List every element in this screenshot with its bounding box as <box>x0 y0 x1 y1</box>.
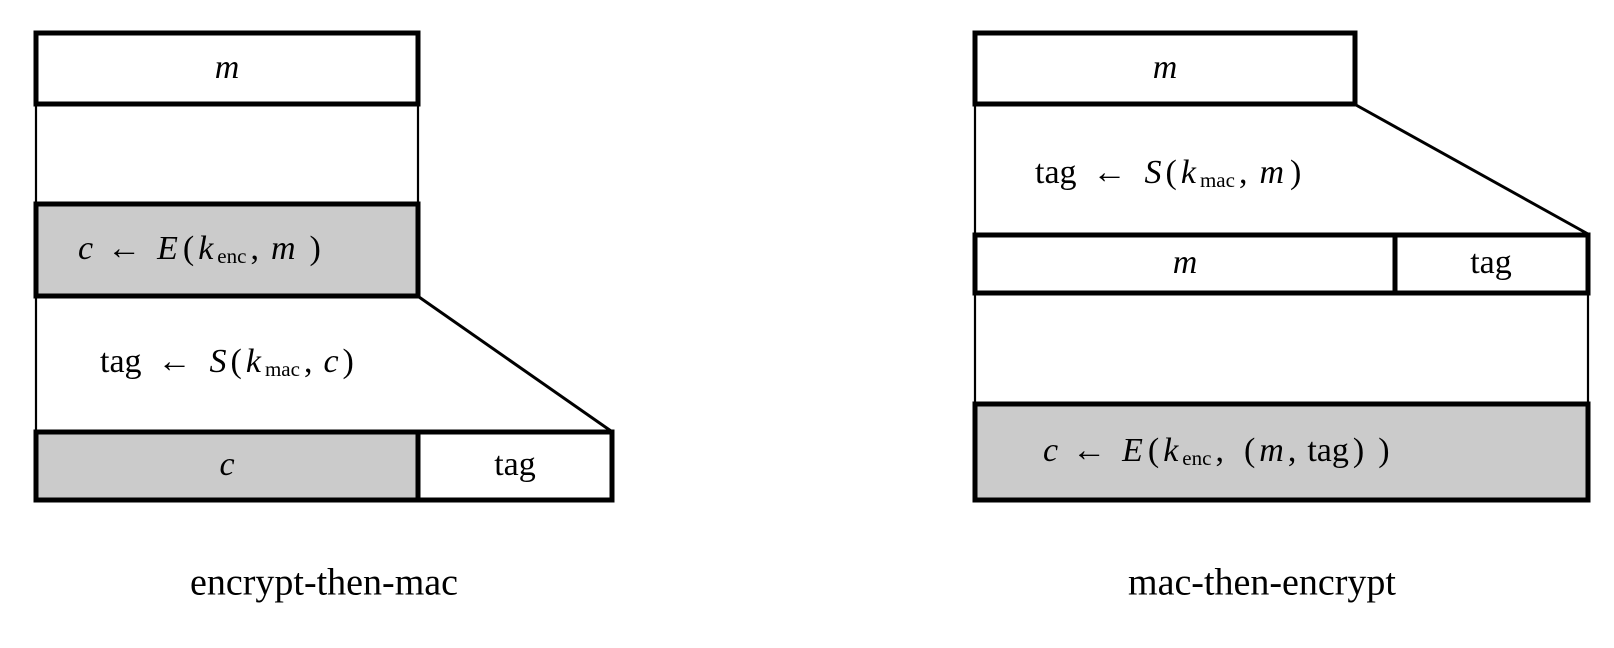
left-enc-fn: E <box>156 230 178 267</box>
right-mac-arg: m <box>1259 154 1284 191</box>
right-enc-arg-b: tag <box>1307 432 1349 469</box>
right-diagram-caption: mac-then-encrypt <box>1128 562 1396 604</box>
left-mac-arg: c <box>323 343 338 380</box>
left-mac-arrow-icon: ← <box>158 343 192 380</box>
right-enc-arg-close: ) <box>1353 432 1364 469</box>
right-message-label: m <box>1173 244 1198 281</box>
left-enc-key: k <box>198 230 214 267</box>
right-row-plaintext: m <box>972 30 1358 107</box>
right-enc-key: k <box>1163 432 1179 469</box>
left-mac-lhs: tag <box>100 343 142 380</box>
right-plaintext-label: m <box>1153 49 1178 86</box>
left-row-plaintext: m <box>33 30 421 107</box>
left-enc-lhs: c <box>78 230 93 267</box>
left-enc-key-sub: enc <box>217 244 246 268</box>
left-mac-comma: , <box>304 343 313 380</box>
left-enc-comma: , <box>250 230 259 267</box>
right-row-encrypt-step: c ← E ( k enc , ( m , tag ) ) <box>972 401 1591 503</box>
right-encrypt-formula: c ← E ( k enc , ( m , tag ) ) <box>1043 432 1390 470</box>
right-mac-fn: S <box>1145 154 1162 191</box>
left-mac-open: ( <box>231 343 242 380</box>
left-mac-formula: tag ← S ( k mac , c ) <box>100 343 354 381</box>
right-enc-comma: , <box>1215 432 1224 469</box>
right-enc-arg-a: m <box>1259 432 1284 469</box>
left-mac-fn: S <box>210 343 227 380</box>
right-mac-lhs: tag <box>1035 154 1077 191</box>
right-enc-open: ( <box>1148 432 1159 469</box>
left-row-mac-step: tag ← S ( k mac , c ) <box>100 343 354 381</box>
right-mac-comma: , <box>1239 154 1248 191</box>
right-row-message-with-tag: m tag <box>972 232 1591 296</box>
right-mac-key: k <box>1181 154 1197 191</box>
right-enc-lhs: c <box>1043 432 1058 469</box>
left-output-tag-label: tag <box>494 446 536 483</box>
right-enc-close: ) <box>1378 432 1389 469</box>
left-diagram-caption: encrypt-then-mac <box>190 562 458 604</box>
right-diagram-mac-then-encrypt: m tag ← S ( k mac , m ) <box>972 30 1591 604</box>
right-enc-arg-open: ( <box>1244 432 1255 469</box>
right-enc-arrow-icon: ← <box>1072 432 1106 469</box>
right-tag-label: tag <box>1470 244 1512 281</box>
left-enc-open: ( <box>183 230 194 267</box>
left-plaintext-label: m <box>215 49 240 86</box>
right-enc-arg-comma: , <box>1288 432 1297 469</box>
left-encrypt-formula: c ← E ( k enc , m ) <box>78 230 321 268</box>
right-mac-arrow-icon: ← <box>1093 154 1127 191</box>
left-enc-arg: m <box>271 230 296 267</box>
left-row-encrypt-step: c ← E ( k enc , m ) <box>33 201 421 299</box>
right-enc-fn: E <box>1121 432 1143 469</box>
right-mac-open: ( <box>1166 154 1177 191</box>
left-expansion-diagonal <box>418 295 612 433</box>
left-mac-key: k <box>246 343 262 380</box>
right-expansion-diagonal <box>1355 103 1589 236</box>
left-row-output: c tag <box>33 429 615 503</box>
right-row-mac-step: tag ← S ( k mac , m ) <box>1035 154 1301 192</box>
right-mac-key-sub: mac <box>1200 168 1235 192</box>
left-enc-arrow-icon: ← <box>107 230 141 267</box>
left-mac-close: ) <box>343 343 354 380</box>
left-diagram-encrypt-then-mac: m c ← E ( k enc , m ) <box>33 30 615 604</box>
left-enc-close: ) <box>310 230 321 267</box>
left-output-ciphertext-label: c <box>219 446 234 483</box>
right-enc-key-sub: enc <box>1182 446 1211 470</box>
right-mac-formula: tag ← S ( k mac , m ) <box>1035 154 1301 192</box>
right-mac-close: ) <box>1290 154 1301 191</box>
left-mac-key-sub: mac <box>265 357 300 381</box>
svg-text:c ← E: c ← E ( k enc , m ) <box>78 230 321 268</box>
